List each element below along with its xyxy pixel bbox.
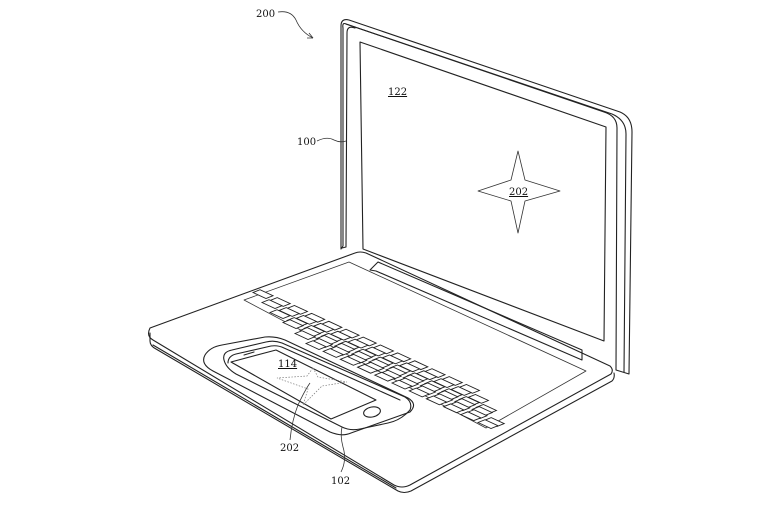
keyboard-key [459, 411, 482, 422]
label-202-phone: 202 [280, 443, 299, 454]
keyboard-key [373, 371, 396, 382]
laptop-lid [340, 19, 633, 375]
label-100: 100 [297, 137, 316, 148]
trackpad-recess [203, 336, 415, 436]
leader-200 [277, 11, 314, 39]
laptop-base [147, 251, 615, 494]
keyboard-key [260, 299, 284, 309]
label-114: 114 [278, 359, 297, 370]
label-102: 102 [331, 476, 350, 487]
base-top-deck [147, 251, 613, 488]
phone [223, 340, 412, 431]
leader-100 [316, 137, 347, 143]
keyboard-key [476, 419, 500, 429]
keyboard-key [293, 330, 317, 340]
hinge [369, 261, 583, 361]
keyboard-key [442, 403, 465, 414]
screen-star-202 [477, 150, 561, 234]
phone-screen [230, 349, 377, 420]
home-button [363, 406, 381, 418]
leader-202-bottom [289, 382, 311, 441]
keyboard-key [322, 348, 345, 358]
keyboard-key [251, 289, 275, 299]
label-122: 122 [388, 87, 407, 98]
label-200: 200 [256, 9, 275, 20]
speaker [243, 351, 255, 356]
arrow-200 [307, 32, 314, 39]
label-202-screen: 202 [509, 187, 528, 198]
keyboard-key [339, 356, 362, 366]
keyboard-key [268, 309, 292, 319]
keyboard-key [304, 340, 328, 350]
keyboard-key [408, 387, 431, 398]
keyboard-key [425, 395, 448, 406]
keyboard-key [356, 363, 379, 374]
leader-102 [340, 426, 345, 473]
display-screen [359, 41, 607, 342]
keyboard-key [390, 379, 414, 390]
keyboard [243, 261, 587, 429]
keyboard-key [281, 319, 305, 329]
